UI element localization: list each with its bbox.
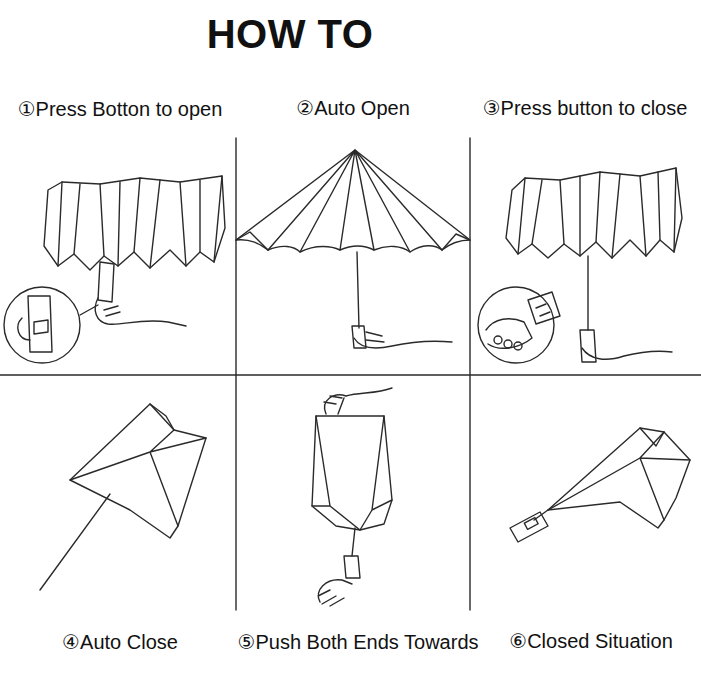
umbrella-open [236, 150, 470, 348]
umbrella-closed [510, 428, 690, 542]
diagram-title: HOW TO [207, 10, 374, 58]
step-caption: ⑥Closed Situation [509, 629, 673, 653]
divider-line [235, 138, 236, 610]
step-caption: ①Press Botton to open [18, 97, 223, 121]
step-caption: ②Auto Open [296, 96, 410, 120]
umbrella-folding [312, 388, 392, 606]
umbrella-opening [4, 176, 225, 363]
step-caption: ⑤Push Both Ends Towards [237, 630, 478, 654]
umbrella-closing [478, 168, 682, 363]
umbrella-closed-tilted [40, 404, 206, 590]
step-caption: ④Auto Close [62, 630, 178, 654]
step-caption: ③Press button to close [483, 96, 688, 120]
divider-line [469, 138, 470, 610]
divider-line [0, 374, 701, 375]
